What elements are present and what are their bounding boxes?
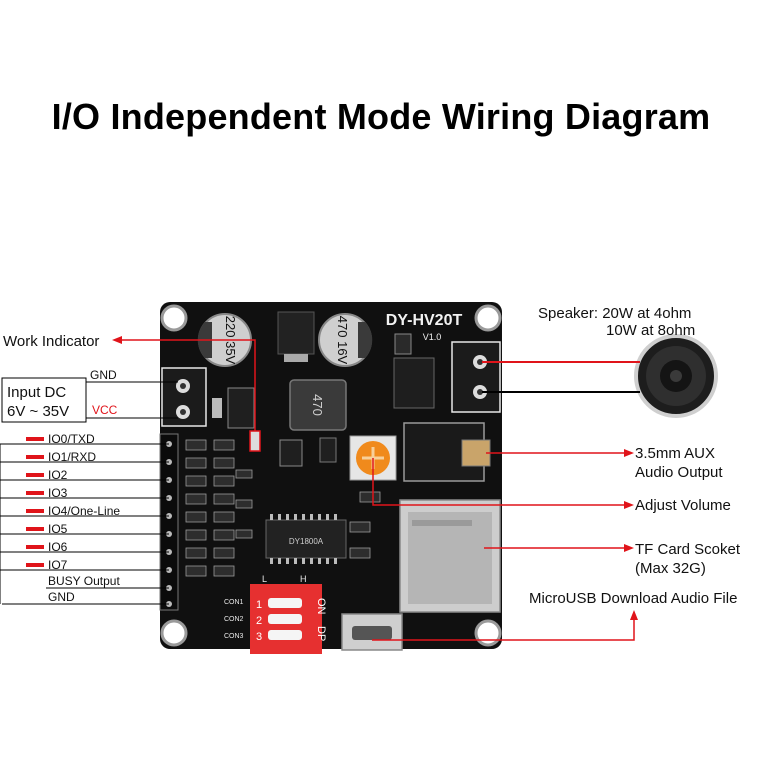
io-label-0: IO0/TXD	[48, 432, 95, 446]
voltage-label: 6V ~ 35V	[7, 403, 69, 420]
vcc-label: VCC	[92, 403, 118, 417]
speaker-terminal	[451, 341, 501, 413]
dip-num-3: 3	[256, 631, 262, 643]
cap-right-label: 470 16V	[335, 316, 350, 365]
switch-l: L	[262, 574, 267, 584]
dip-switch: 1 2 3 ON DP	[250, 584, 327, 654]
pcb-board: 220 35V 470 16V 470 DY-HV20T V1.0	[159, 302, 502, 654]
io-label-2: IO2	[48, 468, 68, 482]
aux-jack	[403, 422, 491, 482]
amplifier-chip	[393, 357, 435, 409]
aux-label-2: Audio Output	[635, 464, 723, 481]
dip-num-2: 2	[256, 615, 262, 627]
io-switch-marks	[26, 437, 44, 567]
tf-label-2: (Max 32G)	[635, 560, 706, 577]
regulator-chip	[277, 311, 315, 355]
dip-num-1: 1	[256, 599, 262, 611]
busy-label: BUSY Output	[48, 574, 120, 588]
con2-label: CON2	[224, 616, 244, 623]
chip-label: DY1800A	[289, 537, 324, 546]
resistor-array	[185, 439, 381, 577]
input-dc-label: Input DC	[7, 384, 66, 401]
work-indicator-led	[249, 430, 261, 452]
speaker-icon	[634, 334, 718, 418]
speaker-label-2: 10W at 8ohm	[606, 322, 695, 339]
microusb-label: MicroUSB Download Audio File	[529, 590, 737, 607]
work-indicator-label: Work Indicator	[3, 333, 99, 350]
gnd-bottom-label: GND	[48, 590, 75, 604]
mounting-hole-tr	[474, 304, 502, 332]
dip-dp: DP	[315, 626, 327, 641]
mounting-hole-bl	[160, 619, 188, 647]
diode	[227, 387, 255, 429]
connection-lines	[0, 336, 640, 641]
dip-on: ON	[315, 598, 327, 615]
tf-card-slot	[399, 499, 501, 613]
dsp-chip: DY1800A	[265, 514, 347, 564]
io-label-7: IO7	[48, 558, 68, 572]
inductor: 470	[289, 379, 347, 431]
io-label-3: IO3	[48, 486, 68, 500]
io-labels: IO0/TXD IO1/RXD IO2 IO3 IO4/One-Line IO5…	[48, 432, 120, 604]
aux-label-1: 3.5mm AUX	[635, 445, 715, 462]
input-dc-box	[1, 377, 87, 423]
tf-label-1: TF Card Scoket	[635, 541, 741, 558]
adjust-volume-label: Adjust Volume	[635, 497, 731, 514]
io-label-6: IO6	[48, 540, 68, 554]
io-label-1: IO1/RXD	[48, 450, 96, 464]
board-version: V1.0	[423, 332, 442, 342]
power-terminal	[161, 367, 207, 427]
capacitor-right: 470 16V	[318, 313, 373, 367]
gnd-top-label: GND	[90, 368, 117, 382]
work-indicator-line	[118, 339, 256, 431]
io-label-4: IO4/One-Line	[48, 504, 120, 518]
speaker-label-1: Speaker: 20W at 4ohm	[538, 305, 691, 322]
smd-part	[319, 437, 337, 463]
board-model: DY-HV20T	[386, 312, 463, 329]
con1-label: CON1	[224, 599, 244, 606]
microusb-port	[341, 613, 403, 651]
microusb-line	[372, 614, 635, 641]
switch-h: H	[300, 574, 307, 584]
io-wires	[0, 443, 169, 605]
smd-resistor	[212, 398, 222, 418]
inductor-label: 470	[310, 394, 325, 416]
io-header	[159, 433, 179, 611]
transistor	[279, 439, 303, 467]
con3-label: CON3	[224, 633, 244, 640]
mounting-hole-br	[474, 619, 502, 647]
volume-line	[372, 458, 630, 506]
page-title: I/O Independent Mode Wiring Diagram	[51, 96, 711, 137]
mounting-hole-tl	[160, 304, 188, 332]
io-label-5: IO5	[48, 522, 68, 536]
